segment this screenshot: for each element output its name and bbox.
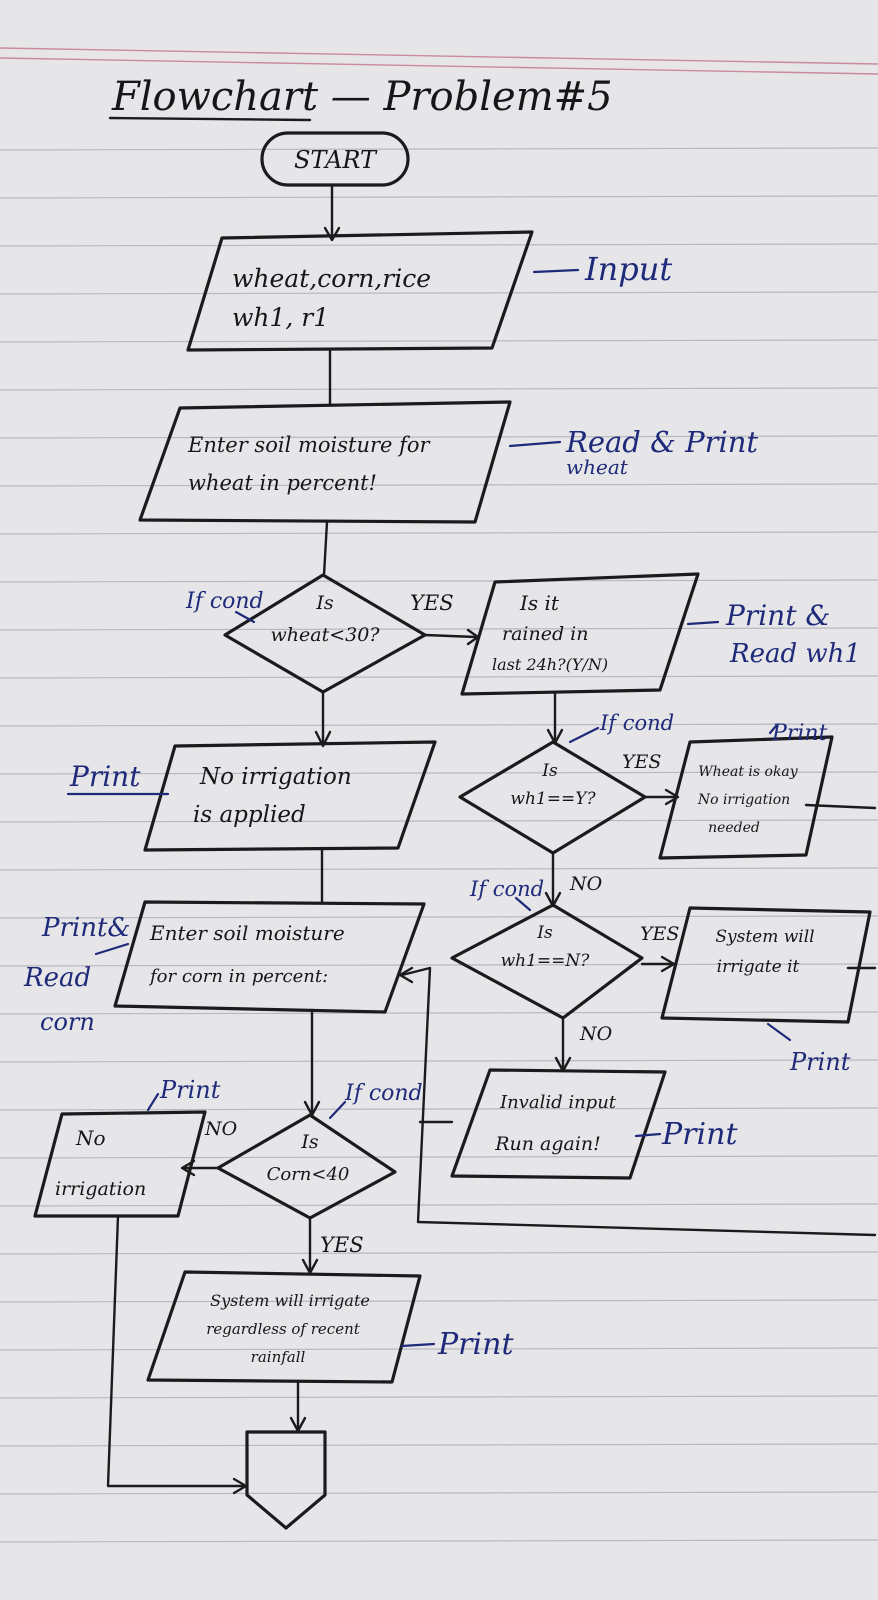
invalid-input-line-2: Run again! <box>494 1133 601 1155</box>
wheat-okay-line-2: No irrigation <box>697 792 790 808</box>
regardless-line-2: regardless of recent <box>206 1320 361 1338</box>
read-corn-line-2: for corn in percent: <box>148 966 328 987</box>
ann-input: Input <box>584 250 672 288</box>
ask-rain-line-1: Is it <box>519 591 560 615</box>
page-title: Flowchart — Problem#5 <box>111 74 613 120</box>
read-wheat-line-1: Enter soil moisture for <box>187 433 432 457</box>
ann-print-3: Print <box>789 1048 851 1076</box>
no-irr-applied-line-2: is applied <box>193 802 306 828</box>
wheat-okay-line-3: needed <box>708 820 760 836</box>
dec-wh1n-line-2: wh1==N? <box>501 951 591 971</box>
read-corn-line-1: Enter soil moisture <box>149 921 345 945</box>
system-irrigate-line-1: System will <box>715 927 814 947</box>
node-labels: START wheat,corn,rice wh1, r1 Enter soil… <box>55 146 815 1366</box>
ann-print-4: Print <box>159 1076 221 1104</box>
invalid-input-line-1: Invalid input <box>499 1092 617 1113</box>
input-line-1: wheat,corn,rice <box>232 264 431 293</box>
dec-wheat-line-2: wheat<30? <box>271 624 381 646</box>
ruled-lines <box>0 47 878 1543</box>
read-corn-parallelogram <box>113 900 426 1014</box>
dec-wh1y-line-2: wh1==Y? <box>510 789 596 809</box>
no-irrigation-applied-parallelogram <box>143 740 437 852</box>
ann-print-2: Print <box>69 760 141 793</box>
ann-if-cond-1: If cond <box>185 589 264 614</box>
no-irrigation-parallelogram <box>33 1110 207 1218</box>
ann-read-print-2: wheat <box>566 455 629 479</box>
ann-print-6: Print <box>437 1327 514 1362</box>
dec-wh1y-line-1: Is <box>541 761 558 781</box>
system-irrigate-line-2: irrigate it <box>717 957 800 977</box>
irrigate-regardless-parallelogram <box>146 1270 422 1384</box>
ann-print-1: Print <box>771 721 828 746</box>
read-wheat-line-2: wheat in percent! <box>188 471 377 495</box>
ann-if-cond-2: If cond <box>599 711 674 735</box>
ann-if-cond-4: If cond <box>344 1081 423 1106</box>
read-wheat-parallelogram <box>138 400 512 524</box>
regardless-line-3: rainfall <box>251 1348 306 1366</box>
ann-print-read-wh1-2: Read wh1 <box>729 639 861 669</box>
system-irrigate-parallelogram <box>660 906 872 1024</box>
ask-rain-line-3: last 24h?(Y/N) <box>492 655 608 674</box>
ask-rain-parallelogram <box>460 572 700 696</box>
dec-corn-line-2: Corn<40 <box>267 1164 350 1185</box>
edge-yes-wh1y: YES <box>622 751 661 773</box>
arrowheads <box>180 226 680 1495</box>
no-irrigation-line-1: No <box>75 1126 106 1150</box>
ann-print-read-corn-1: Print& <box>41 913 131 943</box>
start-label: START <box>294 146 378 174</box>
input-line-2: wh1, r1 <box>232 303 329 332</box>
ann-print-read-corn-3: corn <box>40 1008 95 1036</box>
ask-rain-line-2: rained in <box>502 623 588 645</box>
invalid-input-parallelogram <box>450 1068 667 1180</box>
no-irr-applied-line-1: No irrigation <box>199 764 352 790</box>
edge-no-corn: NO <box>204 1118 238 1140</box>
ann-read-print-1: Read & Print <box>565 425 758 459</box>
edge-yes-wh1n: YES <box>640 923 679 945</box>
ann-print-read-wh1-1: Print & <box>725 599 830 632</box>
input-parallelogram <box>186 230 534 352</box>
dec-wheat-line-1: Is <box>315 592 334 614</box>
edge-yes-corn: YES <box>320 1233 364 1257</box>
edge-yes-wheat: YES <box>410 591 454 615</box>
dec-wh1n-line-1: Is <box>536 923 553 943</box>
dec-corn-line-1: Is <box>300 1131 319 1153</box>
edge-no-wh1n: NO <box>579 1023 613 1045</box>
connectors <box>106 183 877 1488</box>
ann-print-read-corn-2: Read <box>23 963 91 993</box>
start-terminator <box>260 131 410 187</box>
ann-if-cond-3: If cond <box>469 877 544 901</box>
no-irrigation-line-2: irrigation <box>55 1178 146 1200</box>
regardless-line-1: System will irrigate <box>210 1291 370 1310</box>
edge-labels: YES YES NO YES NO NO YES <box>204 591 679 1257</box>
ann-print-5: Print <box>661 1117 738 1152</box>
annotations: Input Read & Print wheat If cond Print &… <box>23 250 861 1362</box>
title-underline <box>108 116 312 122</box>
off-page-connector <box>245 1430 327 1530</box>
wheat-okay-line-1: Wheat is okay <box>698 764 798 780</box>
wheat-okay-parallelogram <box>658 735 834 860</box>
edge-no-wh1y: NO <box>569 873 603 895</box>
